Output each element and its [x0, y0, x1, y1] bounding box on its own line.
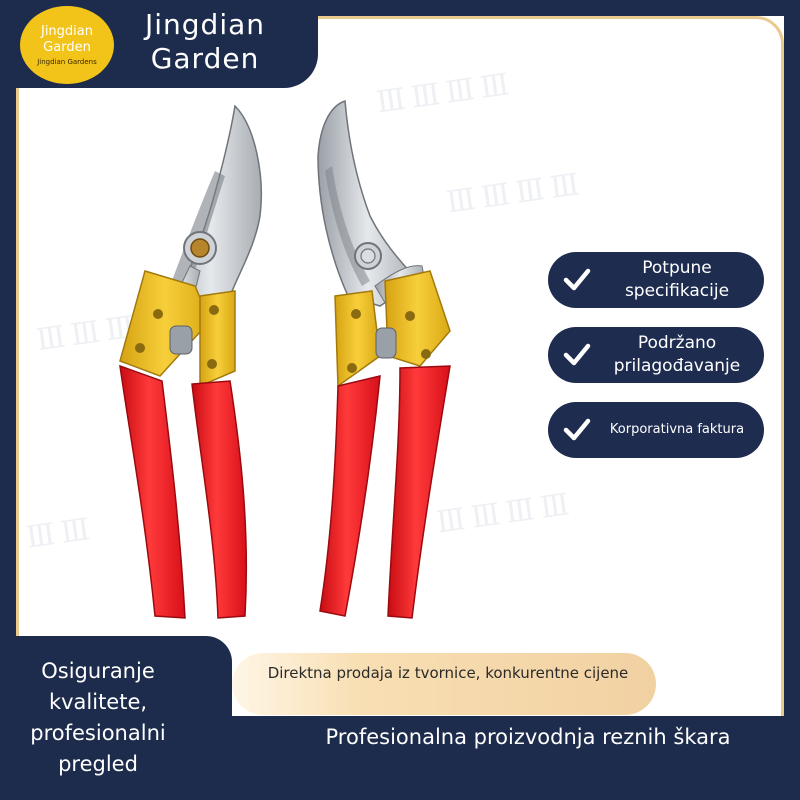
left-shears	[119, 104, 263, 619]
brand-name: Jingdian Garden	[140, 8, 270, 76]
check-icon	[563, 343, 591, 366]
feature-badge-invoice: Korporativna faktura	[548, 402, 764, 458]
feature-badge-customization: Podržano prilagođavanje	[548, 327, 764, 383]
factory-direct-pill	[232, 653, 656, 715]
brand-name-line2: Garden	[150, 42, 260, 75]
right-shears	[317, 99, 451, 619]
check-icon	[563, 268, 591, 291]
brand-header: Jingdian Garden Jingdian Gardens Jingdia…	[0, 0, 318, 88]
brand-logo: Jingdian Garden Jingdian Gardens	[20, 6, 114, 84]
professional-production-text: Profesionalna proizvodnja reznih škara	[325, 725, 731, 749]
feature-label: Korporativna faktura	[609, 422, 745, 437]
logo-text-line2: Garden	[43, 39, 91, 55]
factory-direct-text: Direktna prodaja iz tvornice, konkurentn…	[267, 664, 629, 682]
pruning-shears-image	[119, 99, 451, 619]
feature-label: Potpune specifikacije	[624, 258, 730, 301]
logo-text-line3: Jingdian Gardens	[37, 57, 97, 66]
brand-name-line1: Jingdian	[144, 8, 265, 41]
check-icon	[563, 418, 591, 441]
watermark-pattern: ⅢⅢ	[23, 511, 98, 556]
feature-label: Podržano prilagođavanje	[613, 333, 741, 376]
frame-left	[0, 0, 16, 800]
frame-right	[784, 0, 800, 800]
logo-text-line1: Jingdian	[40, 23, 93, 39]
quality-assurance-text: Osiguranje kvalitete, profesionalni preg…	[30, 659, 166, 776]
feature-badge-specifications: Potpune specifikacije	[548, 252, 764, 308]
footer-left-block	[0, 636, 232, 800]
